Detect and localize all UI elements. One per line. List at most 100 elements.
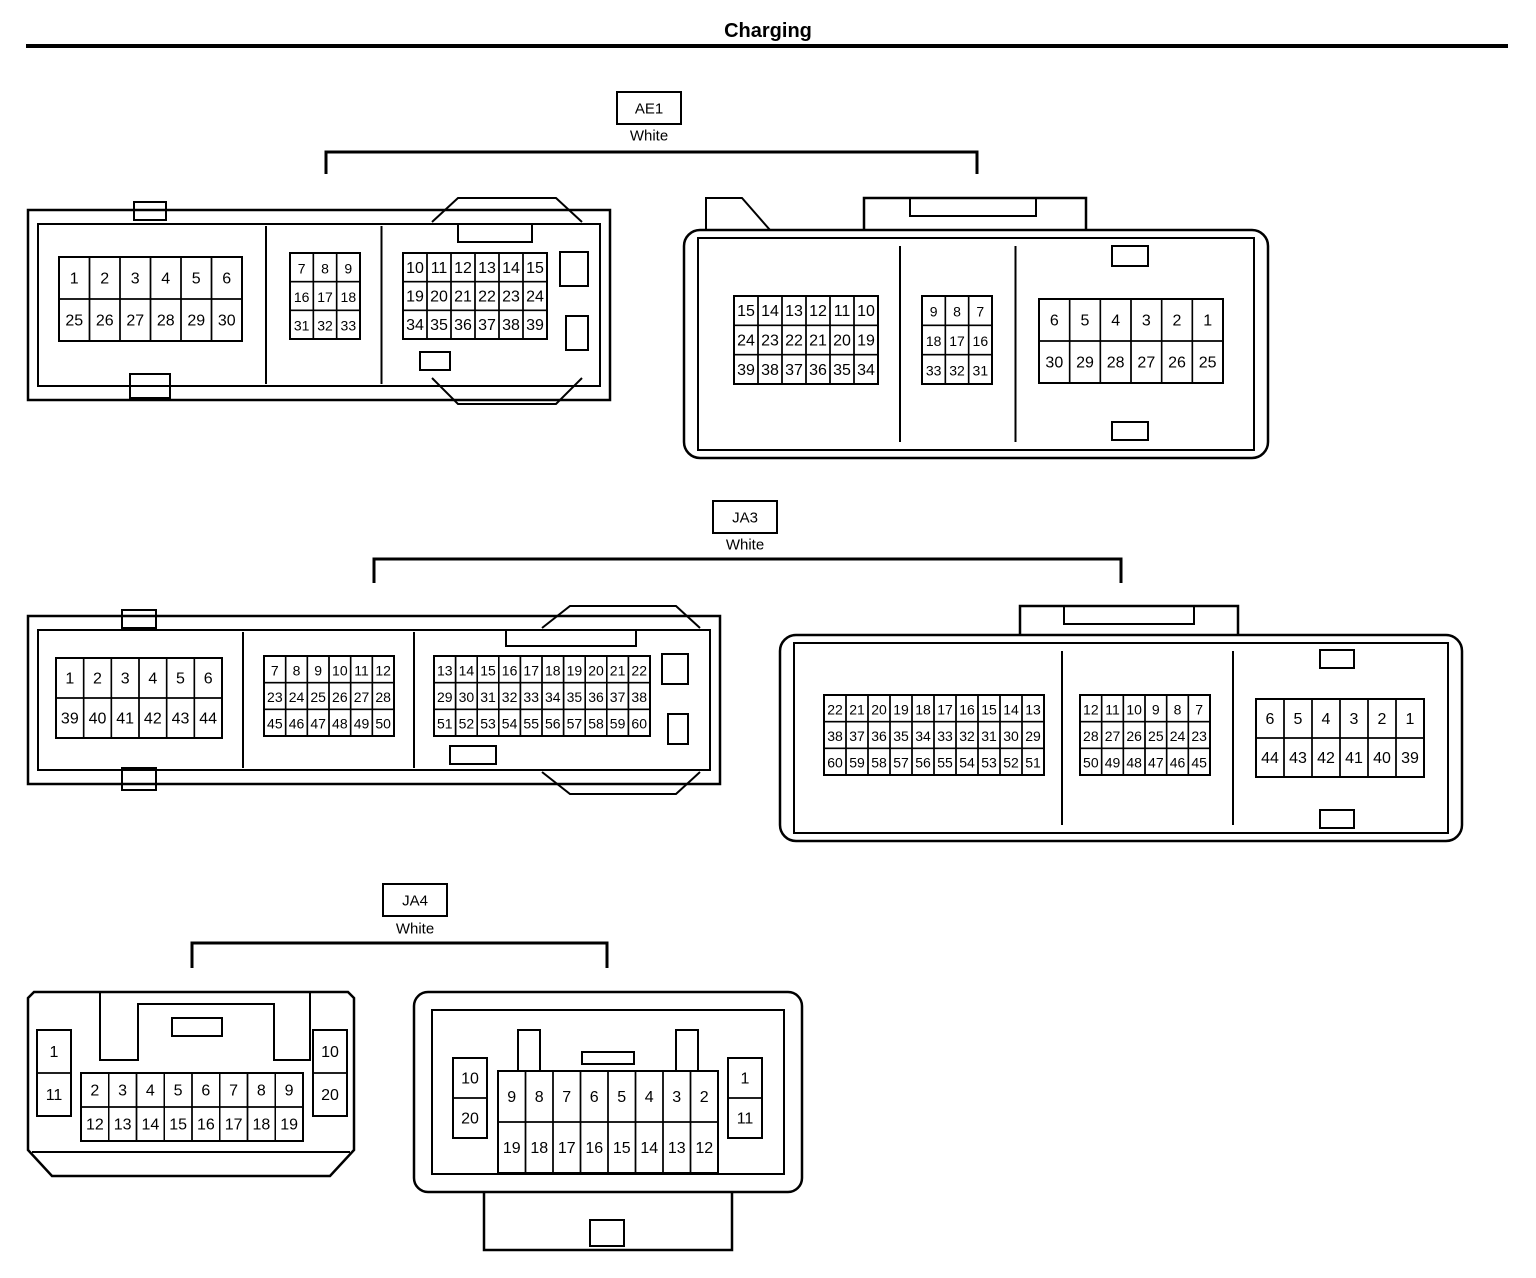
pin-number: 44 [1261, 750, 1279, 767]
pin-cell [36, 1072, 72, 1117]
pin-number: 2 [100, 271, 109, 288]
pin-number: 23 [1191, 728, 1207, 744]
latch-bar [457, 223, 533, 243]
pin-number: 31 [981, 728, 997, 744]
pin-number: 26 [332, 689, 348, 705]
pin-number: 22 [478, 289, 496, 306]
pin-number: 8 [257, 1083, 266, 1100]
pin-cell [1395, 737, 1425, 778]
pin-number: 25 [1199, 355, 1217, 372]
pin-number: 16 [197, 1117, 215, 1134]
pin-number: 35 [430, 317, 448, 334]
pin-number: 28 [1107, 355, 1125, 372]
pin-number: 27 [1105, 728, 1121, 744]
pin-number: 7 [1195, 701, 1203, 717]
pin-number: 31 [294, 318, 310, 334]
pin-number: 13 [114, 1117, 132, 1134]
pin-number: 18 [252, 1117, 270, 1134]
pin-number: 2 [700, 1089, 709, 1106]
pin-cell [1187, 747, 1211, 776]
pin-number: 41 [1345, 750, 1363, 767]
connector-housing [26, 208, 612, 402]
pin-number: 7 [298, 260, 306, 276]
pin-number: 3 [121, 671, 130, 688]
pin-number: 26 [1126, 728, 1142, 744]
page-title: Charging [724, 20, 812, 42]
pin-number: 13 [1025, 701, 1041, 717]
pin-number: 55 [937, 755, 953, 771]
locking-tab [121, 767, 157, 791]
pin-number: 7 [271, 662, 279, 678]
pin-number: 36 [588, 689, 604, 705]
pin-number: 50 [375, 716, 391, 732]
pin-number: 10 [461, 1071, 479, 1088]
pin-number: 24 [289, 689, 305, 705]
pin-number: 18 [530, 1140, 548, 1157]
pin-number: 6 [1050, 313, 1059, 330]
pin-number: 19 [567, 662, 583, 678]
locking-tab [129, 373, 171, 399]
pin-number: 11 [834, 303, 851, 320]
pin-number: 12 [454, 260, 472, 277]
pin-number: 32 [959, 728, 975, 744]
pin-number: 34 [915, 728, 931, 744]
pin-number: 9 [507, 1089, 516, 1106]
latch-shoulder [541, 771, 701, 795]
pin-number: 4 [146, 1083, 155, 1100]
pin-number: 49 [354, 716, 370, 732]
pin-cell [335, 309, 361, 340]
pin-number: 11 [46, 1087, 63, 1104]
pin-number: 15 [613, 1140, 631, 1157]
pin-number: 3 [131, 271, 140, 288]
view-bracket [324, 150, 979, 174]
pin-number: 38 [761, 362, 779, 379]
latch-housing [1018, 604, 1240, 635]
pin-number: 2 [90, 1083, 99, 1100]
connector-label-box [712, 500, 778, 534]
pin-number: 47 [1148, 755, 1164, 771]
pin-number: 34 [545, 689, 561, 705]
pin-number: 49 [1105, 755, 1121, 771]
pin-number: 36 [454, 317, 472, 334]
pin-number: 12 [1083, 701, 1099, 717]
pin-number: 60 [827, 755, 843, 771]
pin-number: 21 [454, 289, 472, 306]
pin-cell [312, 1072, 348, 1117]
latch-shoulder [431, 197, 583, 223]
connector-color-caption: White [630, 128, 668, 145]
pin-number: 1 [65, 671, 74, 688]
pin-number: 53 [480, 716, 496, 732]
pin-cell [371, 708, 395, 737]
pin-number: 11 [354, 662, 369, 678]
pin-number: 46 [289, 716, 305, 732]
pin-cell [452, 1097, 488, 1139]
pin-number: 57 [893, 755, 909, 771]
pin-number: 15 [981, 701, 997, 717]
pin-number: 47 [310, 716, 326, 732]
pin-number: 58 [588, 716, 604, 732]
pin-number: 32 [317, 318, 333, 334]
housing-bottom-tab [482, 1192, 734, 1252]
connector-housing [26, 614, 722, 786]
side-slot [667, 713, 689, 745]
locking-tab [121, 609, 157, 629]
pin-number: 4 [645, 1089, 654, 1106]
pin-number: 43 [172, 711, 190, 728]
pin-number: 60 [631, 716, 647, 732]
pin-number: 24 [526, 289, 544, 306]
pin-number: 8 [293, 662, 301, 678]
pin-number: 8 [953, 304, 961, 320]
pin-number: 30 [459, 689, 475, 705]
pin-number: 45 [267, 716, 283, 732]
pin-cell [1191, 340, 1224, 384]
pin-number: 1 [1203, 313, 1212, 330]
pin-number: 30 [1003, 728, 1019, 744]
pin-number: 40 [89, 711, 107, 728]
pin-number: 9 [285, 1083, 294, 1100]
pin-number: 16 [585, 1140, 603, 1157]
view-bracket [372, 557, 1123, 583]
